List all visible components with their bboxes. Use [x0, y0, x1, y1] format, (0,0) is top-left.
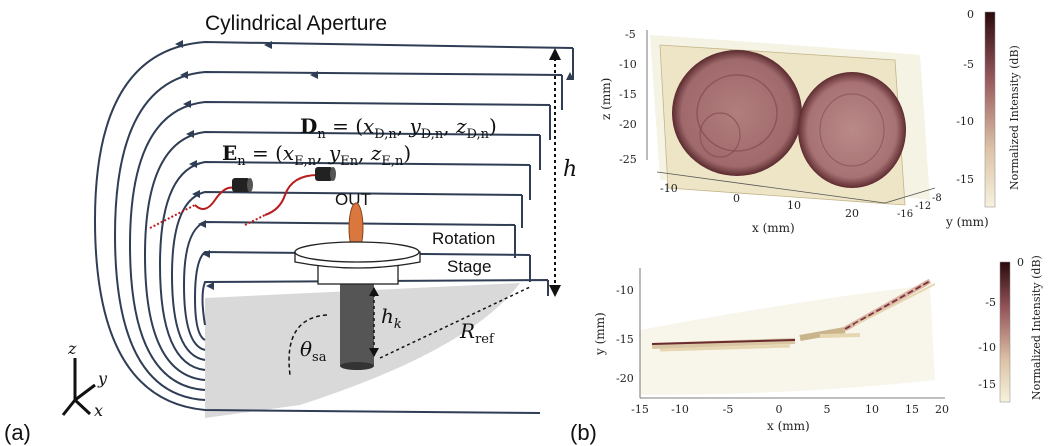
bottom-y-tick-0: -10 — [616, 284, 634, 297]
bottom-cbar-label: Normalized Intensity (dB) — [1030, 255, 1043, 400]
top-cbar-tick-0: 0 — [967, 8, 974, 21]
panel-a-label: (a) — [4, 420, 31, 445]
bottom-x-tick-4: 5 — [824, 403, 831, 416]
bottom-x-tick-6: 15 — [905, 403, 919, 416]
emitter-antenna — [149, 178, 253, 229]
top-y-tick-2: -8 — [932, 193, 942, 204]
panel-b-label: (b) — [570, 420, 597, 445]
top-x-tick-2: 10 — [787, 199, 801, 212]
top-z-tick-2: -15 — [619, 88, 637, 101]
top-y-tick-1: -12 — [915, 201, 931, 212]
bottom-y-ticks: -10 -15 -20 — [616, 284, 634, 385]
bottom-x-tick-5: 10 — [865, 403, 879, 416]
top-z-tick-4: -25 — [619, 153, 637, 166]
top-cbar-label: Normalized Intensity (dB) — [1008, 45, 1021, 190]
bottom-x-tick-0: -15 — [631, 403, 649, 416]
bottom-x-ticks: -15 -10 -5 0 5 10 15 20 — [631, 403, 949, 416]
e-equation: En = (xE,n, yEn, zE,n) — [222, 141, 411, 169]
bottom-cbar-tick-1: -5 — [985, 296, 996, 309]
bottom-cbar-tick-0: 0 — [1017, 256, 1024, 269]
bottom-x-tick-7: 20 — [935, 403, 949, 416]
aperture-loops — [93, 40, 574, 414]
top-x-tick-0: -10 — [660, 182, 678, 195]
top-z-tick-0: -5 — [625, 28, 636, 41]
aperture-title: Cylindrical Aperture — [205, 12, 387, 35]
panel-a-diagram: Cylindrical Aperture h Dn = (xD,n, yD,n,… — [4, 12, 577, 445]
top-cbar-tick-3: -15 — [956, 173, 974, 186]
top-x-tick-3: 20 — [845, 207, 859, 220]
top-z-tick-3: -20 — [619, 118, 637, 131]
top-z-label: z (mm) — [599, 78, 613, 120]
h-label: h — [563, 157, 577, 182]
bottom-colorbar — [999, 261, 1011, 403]
bottom-cbar-tick-2: -10 — [978, 341, 996, 354]
panel-b-top-3d-plot: -5 -10 -15 -20 -25 z (mm) -10 0 10 20 x … — [599, 8, 1021, 235]
bottom-x-tick-1: -10 — [671, 403, 689, 416]
rref-arrow — [379, 286, 531, 359]
stage-label: Stage — [447, 257, 491, 276]
bottom-y-tick-2: -20 — [616, 372, 634, 385]
top-x-ticks: -10 0 10 20 — [660, 182, 859, 220]
top-z-ticks: -5 -10 -15 -20 -25 — [619, 28, 637, 166]
top-x-label: x (mm) — [752, 221, 795, 235]
cross-section-traces — [651, 278, 936, 352]
top-x-tick-1: 0 — [733, 192, 740, 205]
d-equation: Dn = (xD,n, yD,n, zD,n) — [300, 114, 497, 142]
bottom-cbar-tick-3: -15 — [978, 378, 996, 391]
rotation-stage — [294, 241, 421, 370]
coin-left — [672, 50, 802, 176]
top-y-tick-0: -16 — [897, 209, 913, 220]
axis-x-label: x — [94, 401, 103, 420]
coordinate-axes — [61, 358, 96, 416]
coin-right — [798, 72, 906, 188]
bottom-x-tick-2: -5 — [723, 403, 734, 416]
top-cbar-tick-2: -10 — [956, 115, 974, 128]
axis-y-label: y — [97, 369, 108, 388]
bottom-x-label: x (mm) — [767, 419, 810, 433]
theta-arc — [288, 314, 328, 376]
top-y-ticks: -16 -12 -8 — [897, 193, 942, 220]
detector-antenna — [244, 167, 336, 226]
out-label: OUT — [335, 190, 371, 209]
top-cbar-ticks: 0 -5 -10 -15 — [956, 8, 974, 186]
bottom-y-tick-1: -15 — [616, 333, 634, 346]
panel-b-bottom-plot: -10 -15 -20 y (mm) -15 -10 -5 0 5 10 15 … — [570, 255, 1043, 445]
top-y-label: y (mm) — [945, 215, 989, 229]
bottom-x-tick-3: 0 — [776, 403, 783, 416]
loop-arrowheads — [175, 40, 574, 290]
top-colorbar — [984, 11, 996, 208]
bottom-cbar-ticks: 0 -5 -10 -15 — [978, 256, 1024, 391]
axis-z-label: z — [67, 339, 77, 358]
top-z-tick-1: -10 — [619, 58, 637, 71]
top-cbar-tick-1: -5 — [963, 58, 974, 71]
rotation-label: Rotation — [432, 229, 495, 248]
bottom-y-label: y (mm) — [593, 312, 607, 356]
